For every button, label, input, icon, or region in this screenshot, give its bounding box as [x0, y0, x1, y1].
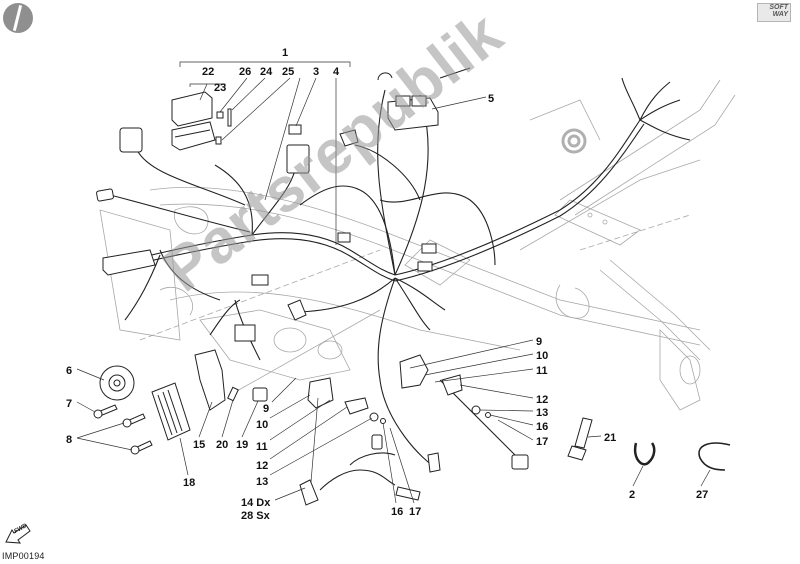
callout-label-15: 15 [193, 439, 206, 451]
callout-label-16b: 16 [536, 421, 549, 433]
fuse-part-3 [288, 124, 302, 135]
callout-label-4: 4 [333, 66, 340, 78]
callout-label-9a: 9 [263, 403, 270, 415]
fuse-part-20 [227, 386, 239, 402]
logo-line-2: WAY [772, 11, 788, 18]
motorcycle-frame-outline [99, 79, 736, 411]
grommet-part-13a [369, 412, 379, 422]
callout-label-17b: 17 [536, 436, 549, 448]
leader-lines [76, 61, 711, 504]
callout-label-1: 1 [282, 47, 289, 59]
callout-label-11b: 11 [536, 365, 548, 377]
clip-part-2 [633, 442, 656, 466]
spark-plug-cap-14 [299, 479, 319, 506]
callout-label-13a: 13 [256, 476, 269, 488]
callout-label-10a: 10 [256, 419, 269, 431]
bolt-head-8a [122, 418, 132, 428]
callout-label-7: 7 [66, 398, 73, 410]
bracket-part-12b [441, 374, 463, 396]
callout-label-17a: 17 [409, 506, 422, 518]
callout-label-5: 5 [488, 93, 495, 105]
connector-center [287, 299, 307, 321]
callout-label-26: 26 [239, 66, 252, 78]
callout-label-20: 20 [216, 439, 229, 451]
callout-label-3: 3 [313, 66, 320, 78]
screw-part-24 [227, 108, 232, 127]
bolt-head-7 [93, 409, 103, 419]
ecu-connector [102, 249, 156, 276]
connector-mid [337, 232, 351, 243]
nut-part-25 [215, 136, 222, 145]
callout-label-6: 6 [66, 365, 73, 377]
callout-label-11a: 11 [256, 441, 268, 453]
components [93, 67, 731, 506]
connector-lower-right [511, 454, 529, 470]
fuse-box-part-22 [171, 91, 216, 151]
info-badge-icon [3, 3, 33, 33]
callout-label-12a: 12 [256, 460, 269, 472]
connector-small [96, 188, 114, 202]
voltage-regulator-part-18 [151, 382, 191, 441]
callout-label-23: 23 [214, 82, 227, 94]
sensor-bracket-left [307, 377, 334, 409]
drawing-code: IMP00194 [2, 551, 45, 561]
callout-label-12b: 12 [536, 394, 549, 406]
connector-dual-b [417, 261, 433, 272]
callout-label-14dx: 14 Dx [241, 497, 271, 509]
relay-pack-part-5 [377, 67, 471, 131]
relay-part [119, 127, 143, 153]
callout-label-27: 27 [696, 489, 709, 501]
connector-left-b [234, 324, 256, 342]
spark-plug-part-21 [567, 417, 593, 461]
connector-lower [371, 434, 383, 450]
callout-label-22: 22 [202, 66, 215, 78]
callout-label-8: 8 [66, 434, 73, 446]
callout-label-2: 2 [629, 489, 636, 501]
callout-label-24: 24 [260, 66, 273, 78]
sensor-bracket-right [399, 354, 429, 389]
washer-part-16b [485, 412, 491, 418]
callout-label-19: 19 [236, 439, 249, 451]
forward-direction-icon [5, 524, 31, 544]
bracket-part-4 [339, 129, 359, 147]
logo-line-1: SOFT [769, 4, 788, 11]
connector-19 [252, 387, 268, 402]
callout-label-21: 21 [604, 432, 617, 444]
connector-block [286, 144, 310, 174]
callout-label-10b: 10 [536, 350, 549, 362]
callout-label-25: 25 [282, 66, 295, 78]
callout-label-18: 18 [183, 477, 196, 489]
horn-part-6 [99, 365, 135, 401]
cable-tie-part-27 [698, 442, 731, 471]
bracket-part-15 [194, 349, 226, 411]
bracket-part-12a [344, 397, 369, 415]
connector-dual-a [421, 243, 437, 254]
washer-part-16a [380, 418, 386, 424]
plug-cap-lower [395, 486, 421, 501]
grommet-part-13b [471, 405, 481, 415]
bolt-head-8b [130, 445, 140, 455]
fuse-part-26 [216, 111, 224, 119]
callout-label-28sx: 28 Sx [241, 510, 270, 522]
connector-left-a [251, 274, 269, 286]
watermark-gear-icon [561, 128, 587, 154]
softway-logo: SOFT WAY [757, 3, 791, 22]
connector-lower-mid [427, 452, 441, 473]
callout-label-16a: 16 [391, 506, 404, 518]
wiring-harness [109, 77, 691, 491]
callout-label-9b: 9 [536, 336, 543, 348]
callout-label-13b: 13 [536, 407, 549, 419]
